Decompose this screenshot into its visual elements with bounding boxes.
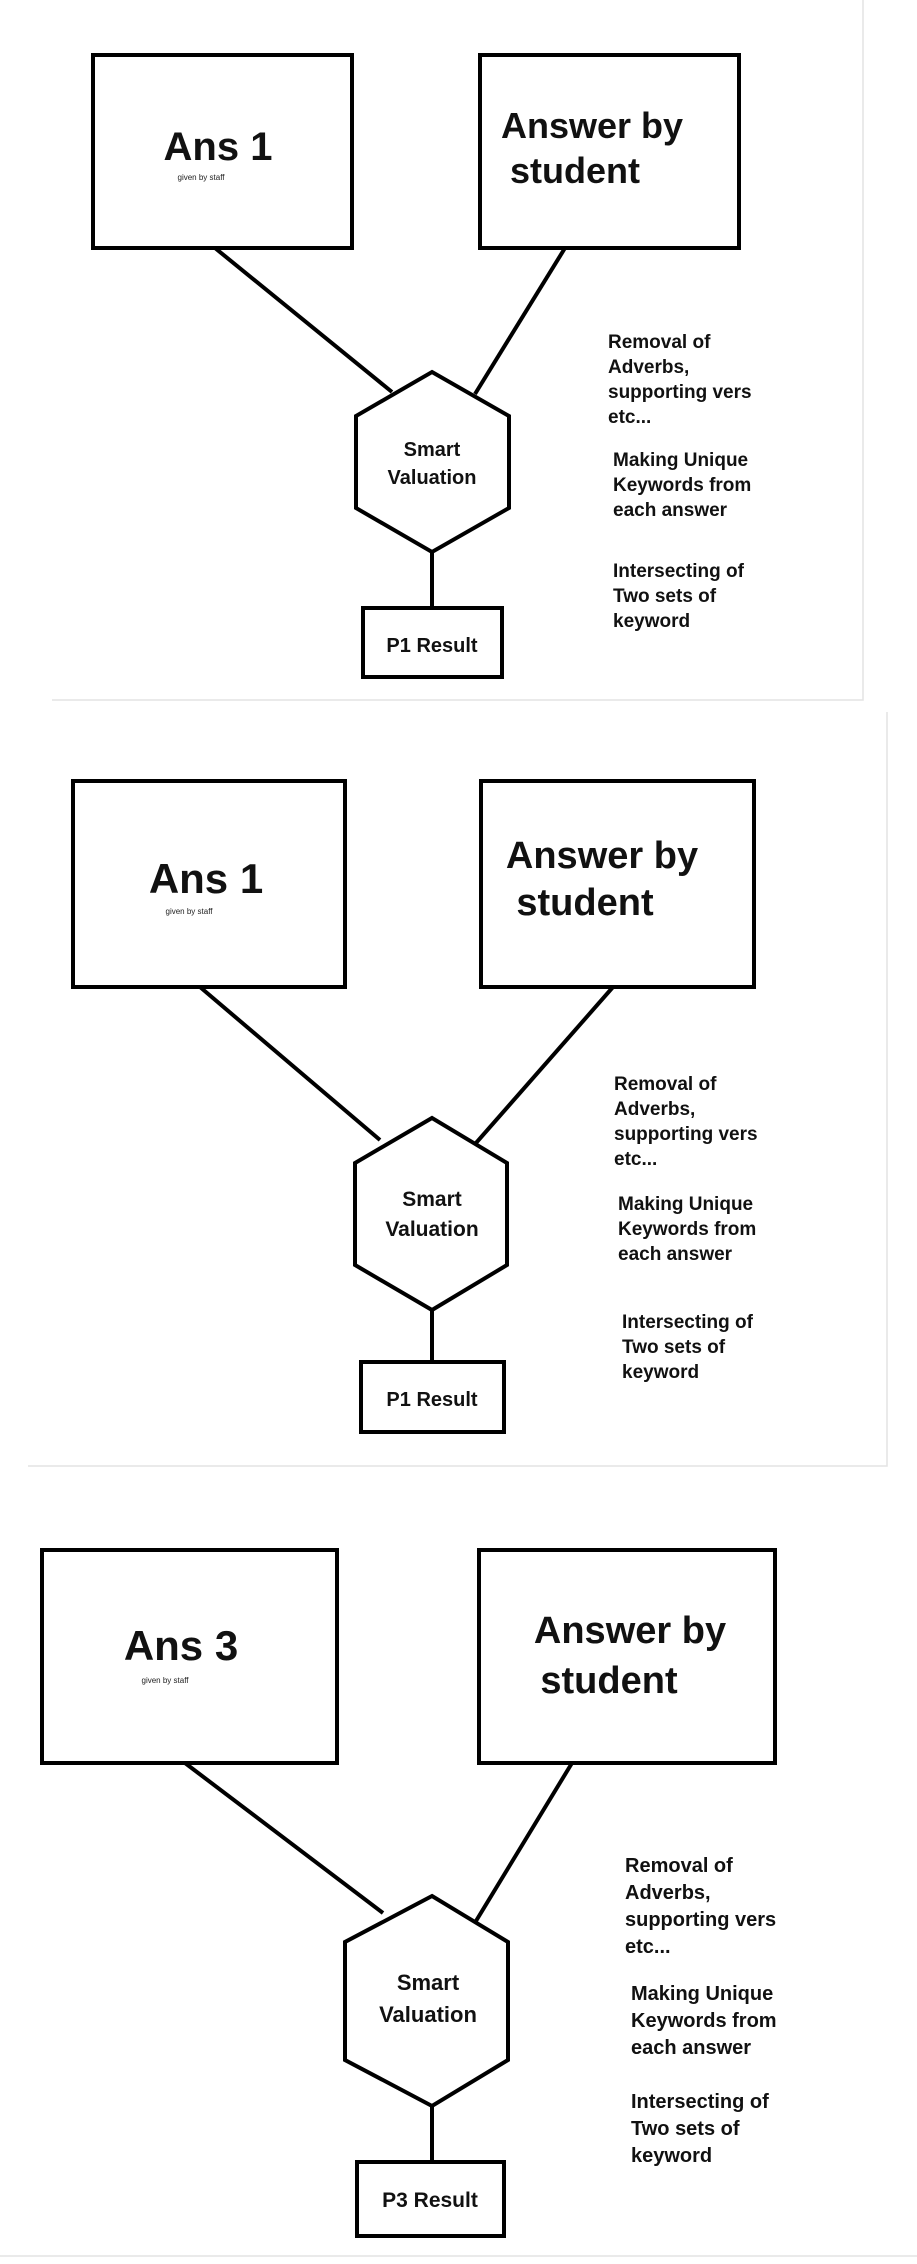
note-line: Removal of: [608, 332, 711, 353]
panel-frame: [52, 0, 864, 701]
student-answer-line1: Answer by: [534, 1610, 726, 1652]
note-line: supporting vers: [608, 382, 752, 403]
connector-left: [198, 985, 382, 1142]
student-answer-box: [479, 779, 756, 989]
smart-valuation-line2: Valuation: [379, 2002, 477, 2027]
note-line: supporting vers: [614, 1124, 758, 1145]
student-answer-line1: Answer by: [506, 835, 698, 877]
note-line: Adverbs,: [608, 357, 689, 378]
note-line: each answer: [618, 1244, 733, 1265]
staff-answer-box: [40, 1548, 339, 1765]
student-answer-box: [477, 1548, 777, 1765]
smart-valuation-line1: Smart: [397, 1970, 460, 1995]
smart-valuation-line2: Valuation: [385, 1218, 478, 1241]
result-box: [361, 606, 504, 679]
staff-answer-title: Ans 1: [164, 125, 273, 169]
note-line: Two sets of: [631, 2118, 740, 2140]
note-line: Two sets of: [622, 1337, 726, 1358]
smart-valuation-hexagon: [354, 369, 511, 555]
smart-valuation-hexagon: [353, 1115, 509, 1313]
staff-answer-subtitle: given by staff: [142, 1676, 190, 1685]
note-line: keyword: [631, 2145, 712, 2167]
note-line: Keywords from: [631, 2010, 777, 2032]
result-box: [359, 1360, 506, 1434]
connector-right: [474, 1761, 574, 1923]
processing-notes: Removal of Adverbs, supporting vers etc.…: [614, 1074, 758, 1383]
student-answer-line2: student: [516, 882, 654, 924]
student-answer-box: [478, 53, 741, 250]
student-answer-line1: Answer by: [501, 105, 683, 146]
result-label: P3 Result: [382, 2189, 478, 2212]
processing-notes: Removal of Adverbs, supporting vers etc.…: [608, 332, 752, 632]
note-line: Intersecting of: [613, 561, 745, 582]
note-line: etc...: [625, 1936, 671, 1958]
note-line: Making Unique: [618, 1194, 753, 1215]
smart-valuation-line1: Smart: [402, 1188, 462, 1211]
note-line: Keywords from: [618, 1219, 756, 1240]
staff-answer-subtitle: given by staff: [178, 173, 226, 182]
staff-answer-title: Ans 3: [124, 1622, 238, 1669]
note-line: keyword: [613, 611, 690, 632]
note-line: Two sets of: [613, 586, 717, 607]
note-line: Making Unique: [613, 450, 748, 471]
student-answer-line2: student: [540, 1660, 678, 1702]
staff-answer-subtitle: given by staff: [166, 907, 214, 916]
panel-2: Ans 1 given by staff Answer by student S…: [28, 712, 888, 1467]
staff-answer-box: [91, 53, 354, 250]
note-line: keyword: [622, 1362, 699, 1383]
connector-left: [213, 246, 394, 394]
panel-1: Ans 1 given by staff Answer by student S…: [52, 0, 864, 701]
connector-left: [183, 1761, 385, 1915]
staff-answer-title: Ans 1: [149, 855, 263, 902]
note-line: Adverbs,: [625, 1882, 711, 1904]
smart-valuation-line1: Smart: [404, 439, 461, 461]
note-line: Making Unique: [631, 1983, 773, 2005]
result-box: [355, 2160, 506, 2238]
processing-notes: Removal of Adverbs, supporting vers etc.…: [625, 1855, 777, 2167]
note-line: Removal of: [625, 1855, 733, 1877]
note-line: each answer: [613, 500, 728, 521]
panel-frame: [28, 712, 888, 1467]
connector-right: [474, 985, 615, 1145]
student-answer-line2: student: [510, 150, 640, 191]
note-line: Intersecting of: [631, 2091, 769, 2113]
note-line: each answer: [631, 2037, 751, 2059]
connector-right: [473, 246, 567, 396]
staff-answer-box: [71, 779, 347, 989]
note-line: etc...: [608, 407, 651, 428]
note-line: etc...: [614, 1149, 657, 1170]
note-line: Adverbs,: [614, 1099, 695, 1120]
note-line: supporting vers: [625, 1909, 776, 1931]
smart-valuation-hexagon: [343, 1893, 510, 2109]
note-line: Intersecting of: [622, 1312, 754, 1333]
note-line: Keywords from: [613, 475, 751, 496]
note-line: Removal of: [614, 1074, 717, 1095]
smart-valuation-line2: Valuation: [388, 467, 477, 489]
result-label: P1 Result: [386, 635, 477, 657]
result-label: P1 Result: [386, 1389, 477, 1411]
panel-3: Ans 3 given by staff Answer by student S…: [0, 1548, 917, 2257]
